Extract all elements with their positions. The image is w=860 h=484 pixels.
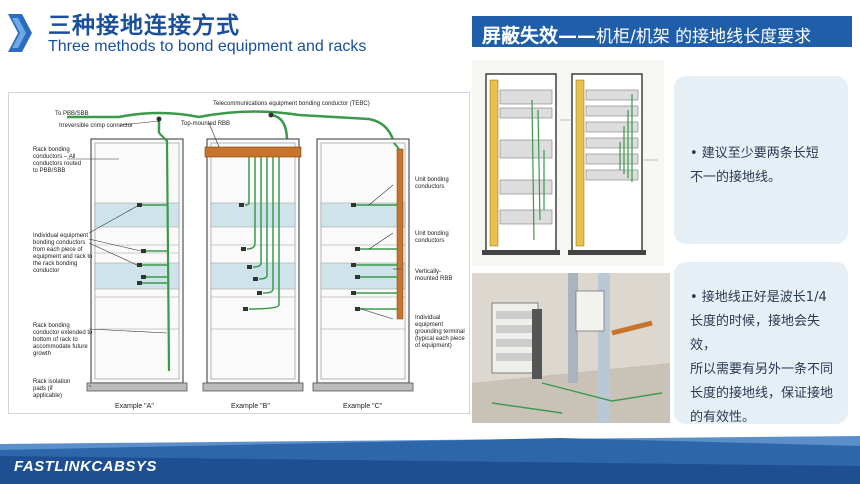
card-2-text: • 接地线正好是波长1/4 长度的时候，接地会失效， 所以需要有另外一条不同 长… [690, 290, 834, 425]
label-unit-1: Unit bonding conductors [415, 177, 449, 190]
label-top-rbb: Top-mounted RBB [181, 121, 231, 127]
label-terminal: Individual equipment grounding terminal … [415, 315, 465, 349]
leader-lines [67, 120, 401, 388]
banner-title: 屏蔽失效——机柜/机架 的接地线长度要求 [482, 21, 811, 48]
tebc-conductor [67, 110, 396, 144]
label-extended: Rack bonding conductor extended to botto… [33, 323, 93, 357]
info-card-1: • 建议至少要两条长短 不一的接地线。 [674, 76, 848, 244]
rack-a [86, 132, 188, 392]
vertical-rbb-bar [396, 148, 404, 320]
bonding-diagram: To PBB/SBB Irreversible crimp connector … [8, 92, 470, 414]
label-example-c: Example "C" [343, 403, 383, 410]
banner-bold: 屏蔽失效 [482, 25, 559, 47]
label-to-pbb: To PBB/SBB [55, 111, 89, 117]
section-banner: 屏蔽失效——机柜/机架 的接地线长度要求 [472, 16, 852, 47]
crimp-point-b [268, 112, 274, 118]
diagram-drawing [67, 110, 414, 392]
label-individual: Individual equipment bonding conductors … [33, 233, 93, 274]
label-rack-bonding: Rack bonding conductors – All conductors… [33, 147, 82, 174]
top-rbb-bar [204, 146, 302, 158]
banner-dash: —— [558, 25, 597, 47]
cabinet-photo [472, 60, 664, 266]
label-example-b: Example "B" [231, 403, 270, 410]
footer: FASTLINKCABSYS [0, 436, 860, 484]
label-crimp: Irreversible crimp connector [59, 123, 134, 129]
label-unit-2: Unit bonding conductors [415, 231, 449, 244]
rack-b [202, 138, 304, 392]
label-vertical-rbb: Vertically- mounted RBB [415, 269, 453, 282]
crimp-point-a [156, 116, 162, 122]
page-subtitle: Three methods to bond equipment and rack… [48, 38, 367, 55]
label-tebc: Telecommunications equipment bonding con… [213, 101, 370, 107]
tebc-branch-b [270, 113, 289, 142]
label-isolation: Rack isolation pads (if applicable) [33, 379, 71, 399]
label-example-a: Example "A" [115, 403, 154, 410]
banner-rest: 机柜/机架 的接地线长度要求 [596, 27, 812, 47]
rack-c [312, 138, 414, 392]
info-card-2: • 接地线正好是波长1/4 长度的时候，接地会失效， 所以需要有另外一条不同 长… [674, 262, 848, 425]
card-1-text: • 建议至少要两条长短 不一的接地线。 [690, 146, 819, 185]
page-title: 三种接地连接方式 [48, 13, 240, 39]
header-accent-icon [8, 14, 32, 52]
installation-photo [472, 273, 670, 423]
brand-logo-text: FASTLINKCABSYS [14, 458, 157, 475]
